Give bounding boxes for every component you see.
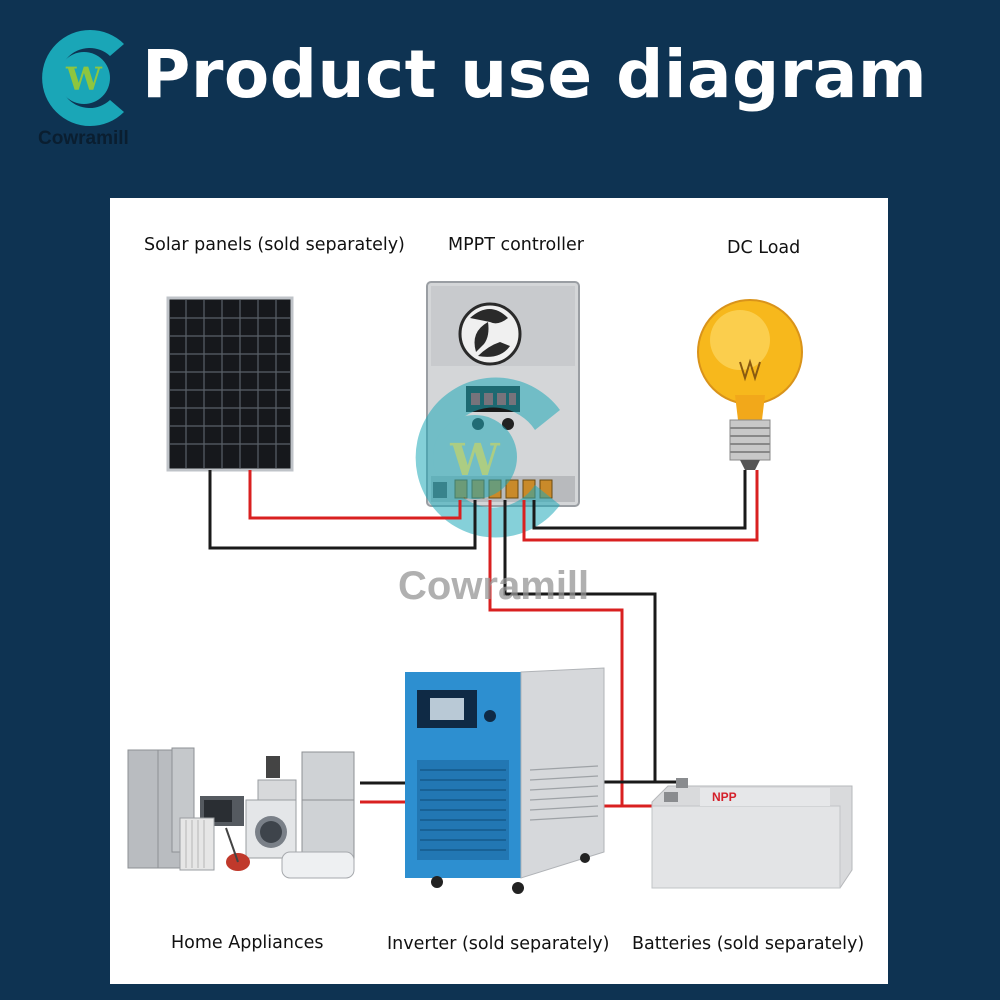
label-home-appliances: Home Appliances xyxy=(171,933,324,953)
watermark-text: Cowramill xyxy=(398,564,590,608)
wire-battery-negative xyxy=(503,500,680,784)
cowramill-logo: W xyxy=(42,29,124,126)
wire-solar-positive xyxy=(248,470,462,520)
home-appliances-icon xyxy=(127,747,355,879)
battery-icon: NPP xyxy=(651,778,853,889)
svg-text:W: W xyxy=(65,60,103,98)
wire-load-positive xyxy=(522,470,759,542)
svg-text:W: W xyxy=(449,435,500,486)
page-title: Product use diagram xyxy=(142,36,928,113)
brand-name: Cowramill xyxy=(38,128,129,149)
label-mppt-controller: MPPT controller xyxy=(448,235,584,255)
light-bulb-icon xyxy=(697,299,803,470)
watermark-logo: W xyxy=(415,377,560,538)
label-inverter: Inverter (sold separately) xyxy=(387,934,610,954)
wire-load-negative xyxy=(532,470,747,530)
svg-text:NPP: NPP xyxy=(712,790,737,804)
label-dc-load: DC Load xyxy=(727,238,801,258)
header: W Cowramill Product use diagram xyxy=(0,0,1000,190)
solar-panel-icon xyxy=(166,296,294,472)
wire-solar-negative xyxy=(208,470,477,550)
label-batteries: Batteries (sold separately) xyxy=(632,934,865,954)
wire-battery-positive xyxy=(488,500,670,808)
inverter-icon xyxy=(405,667,605,894)
label-solar-panels: Solar panels (sold separately) xyxy=(144,235,405,255)
